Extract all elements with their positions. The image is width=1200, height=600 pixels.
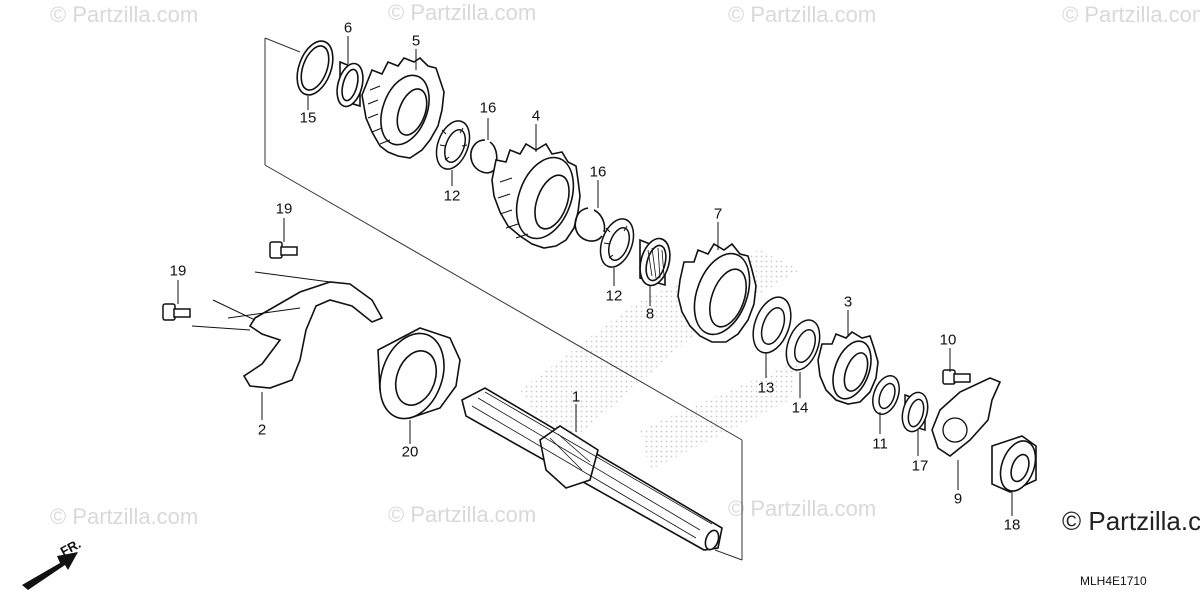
snap-ring-15 [296,40,334,96]
gear-5 [361,56,445,159]
bearing-holder-9 [942,417,968,443]
callout-part-2: 2 [257,421,267,439]
callout-part-15: 15 [299,109,317,127]
needle-bearing-8 [639,237,671,287]
watermark: © Partzilla.com [50,2,199,27]
callout-part-4: 4 [531,107,541,125]
callout-part-11: 11 [872,435,888,453]
callout-part-6: 6 [343,19,353,37]
watermark-main: © Partzilla.com [1062,506,1200,536]
callout-leaders [177,36,1013,516]
ball-bearing-18 [991,435,1037,493]
bearing-holder-9 [931,377,1002,457]
circlip-16 [470,139,498,174]
main-shaft-1 [461,387,723,551]
lock-washer-12 [599,218,635,268]
bolt-19 [269,241,298,259]
watermark: © Partzilla.com [728,2,877,27]
needle-bearing-17 [901,391,929,433]
callout-part-17: 17 [911,457,929,475]
callout-part-19: 19 [169,262,187,280]
callout-part-5: 5 [411,32,421,50]
watermark: © Partzilla.com [728,496,877,521]
callout-part-8: 8 [645,305,655,323]
callout-part-14: 14 [791,399,809,417]
brand-watermark-icon [640,360,800,470]
ball-bearing-20 [377,327,461,420]
circlip-16 [574,207,606,242]
callout-part-1: 1 [571,388,581,406]
callout-part-19: 19 [275,200,293,218]
diagram-code: MLH4E1710 [1080,574,1147,588]
thrust-washer-13 [752,296,792,354]
bushing-6 [336,60,364,108]
lock-washer-12 [435,120,471,170]
leader-lines [191,271,331,331]
callout-part-16: 16 [589,163,607,181]
assembly-frame [264,37,743,561]
lock-washer-14 [785,319,821,371]
bolt-10 [942,369,971,385]
callout-part-9: 9 [953,490,963,508]
gear-4 [491,142,581,249]
bolt-19 [162,303,191,321]
stopper-plate-2 [242,281,384,389]
gear-7 [677,242,757,343]
watermark: © Partzilla.com [388,502,537,527]
callout-part-12: 12 [443,187,461,205]
callout-part-3: 3 [843,293,853,311]
callout-part-10: 10 [939,331,957,349]
callout-part-18: 18 [1003,516,1021,534]
callout-part-16: 16 [479,99,497,117]
watermark: © Partzilla.com [1062,2,1200,27]
gear-3 [817,330,879,405]
callout-part-7: 7 [713,205,723,223]
watermark: © Partzilla.com [50,504,199,529]
callout-part-12: 12 [605,287,623,305]
watermark: © Partzilla.com [388,0,537,25]
front-arrow-icon [22,552,78,590]
washer-11 [872,375,900,415]
callout-part-20: 20 [401,443,419,461]
callout-part-13: 13 [757,379,775,397]
